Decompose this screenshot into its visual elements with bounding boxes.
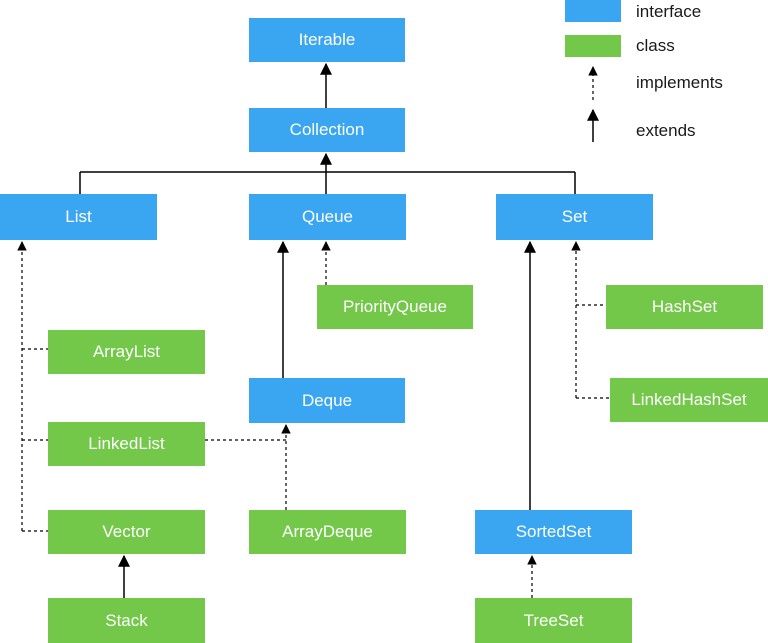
node-set: Set [496,194,653,240]
edge-list-queue-set-extends-collection [79,152,576,194]
node-treeset: TreeSet [475,598,632,643]
node-deque: Deque [249,378,405,423]
legend-class-label: class [636,36,675,55]
node-vector: Vector [48,510,205,554]
legend-class-swatch [565,35,621,57]
node-collection: Collection [249,108,405,152]
node-arraylist: ArrayList [48,330,205,374]
node-hashset: HashSet [606,285,763,329]
node-iterable: Iterable [249,18,405,62]
legend-extends-label: extends [636,121,696,140]
node-linkedhashset: LinkedHashSet [610,378,768,422]
edge-set-implementations [571,241,610,399]
node-arraydeque: ArrayDeque [249,510,406,554]
node-stack: Stack [48,598,205,643]
node-priorityqueue: PriorityQueue [317,285,473,329]
node-sortedset: SortedSet [475,510,632,554]
node-list: List [0,194,157,240]
node-linkedlist: LinkedList [48,422,205,466]
legend-interface-label: interface [636,2,702,21]
node-queue: Queue [249,194,406,240]
legend-implements-label: implements [636,73,723,92]
legend-interface-swatch [565,0,621,22]
edge-list-implementations [17,241,48,532]
